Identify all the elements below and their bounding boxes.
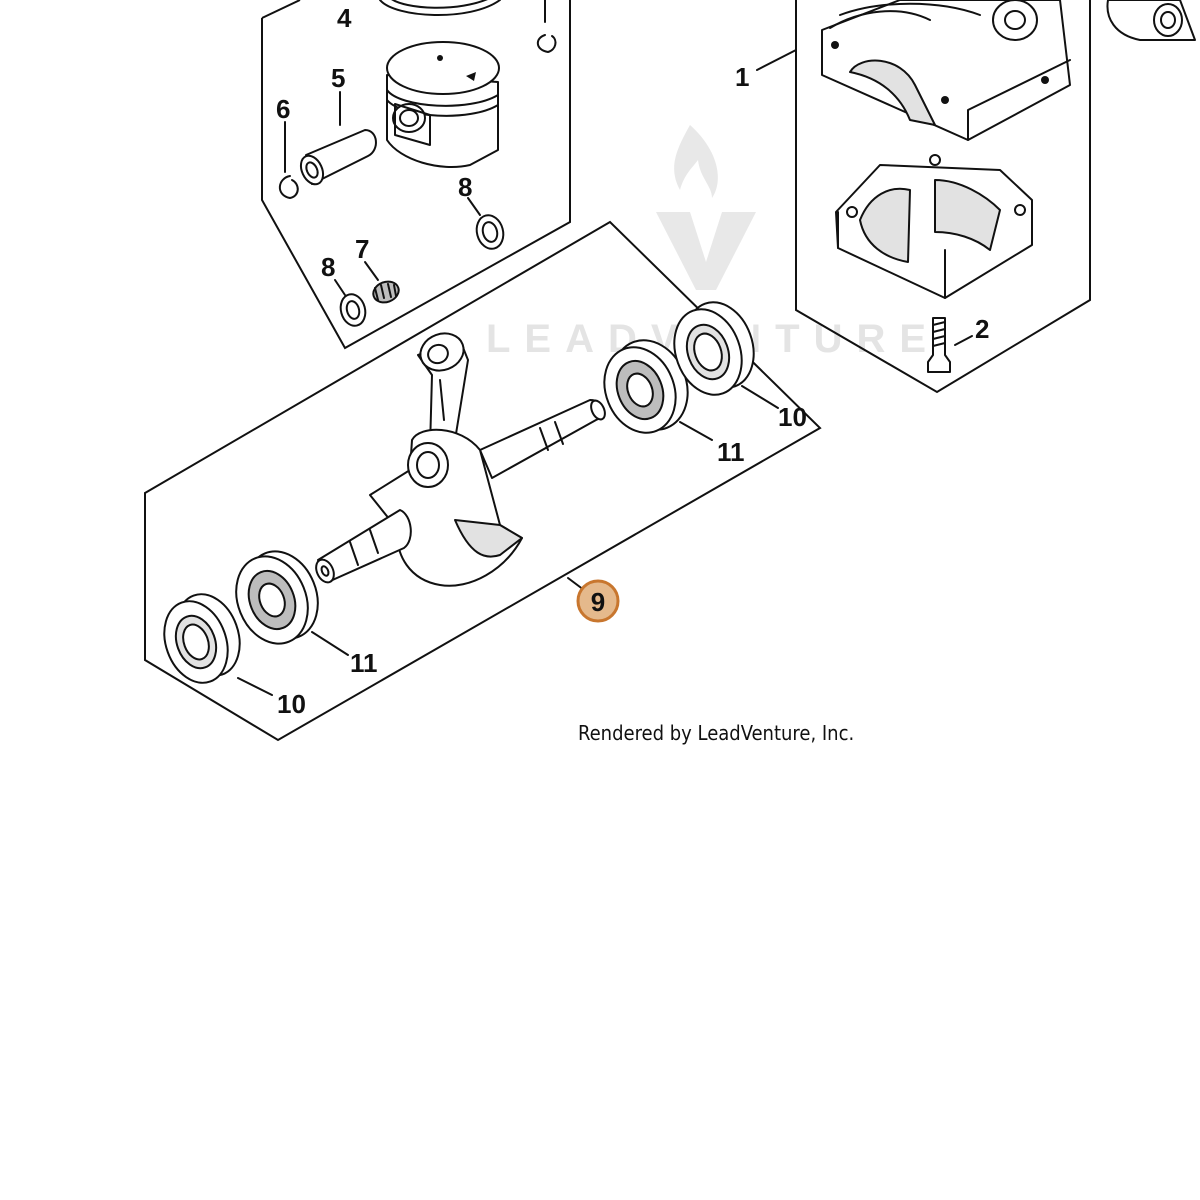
cylinder xyxy=(821,0,1071,141)
callout-label: 7 xyxy=(355,234,369,264)
callout-label: 9 xyxy=(591,587,605,617)
crankcase-half xyxy=(835,154,1033,299)
piston-pin xyxy=(299,129,377,186)
callout-9[interactable]: 9 xyxy=(576,579,620,623)
ball-bearing-right xyxy=(603,339,713,441)
piston xyxy=(386,41,500,169)
oil-seal-right xyxy=(673,301,779,409)
callout-label: 10 xyxy=(778,402,807,432)
screw xyxy=(927,317,973,373)
callout-8-upper[interactable]: 8 xyxy=(458,172,472,202)
callout-6[interactable]: 6 xyxy=(276,94,290,124)
callout-8-lower[interactable]: 8 xyxy=(321,252,335,282)
callout-11-right[interactable]: 11 xyxy=(717,437,745,467)
callout-label: 6 xyxy=(276,94,290,124)
callout-11-left[interactable]: 11 xyxy=(350,648,378,678)
crankshaft-group-box xyxy=(144,220,822,742)
render-credit: Rendered by LeadVenture, Inc. xyxy=(578,721,854,745)
callout-10-right[interactable]: 10 xyxy=(778,402,807,432)
ball-bearing-left xyxy=(235,550,349,656)
oil-seal-left xyxy=(163,593,273,696)
callout-label: 11 xyxy=(717,437,745,467)
callout-label: 1 xyxy=(735,62,749,92)
flame-v-logo-icon xyxy=(656,125,756,290)
callout-label: 11 xyxy=(350,648,378,678)
crankshaft xyxy=(315,332,606,587)
callout-label: 10 xyxy=(277,689,306,719)
callout-label: 8 xyxy=(321,252,335,282)
callout-label: 2 xyxy=(975,314,989,344)
decomp-valve xyxy=(1106,0,1196,41)
needle-bearing xyxy=(364,261,400,304)
callout-9-highlight-badge xyxy=(576,579,620,623)
callout-label: 8 xyxy=(458,172,472,202)
callout-4[interactable]: 4 xyxy=(337,3,352,33)
callout-10-left[interactable]: 10 xyxy=(277,689,306,719)
callout-7[interactable]: 7 xyxy=(355,234,369,264)
piston-group-box xyxy=(261,0,571,350)
cylinder-group-box xyxy=(756,0,1196,394)
callout-label: 4 xyxy=(337,3,352,33)
callout-label: 5 xyxy=(331,63,345,93)
callout-5[interactable]: 5 xyxy=(331,63,345,93)
callout-1[interactable]: 1 xyxy=(735,62,749,92)
callout-2[interactable]: 2 xyxy=(975,314,989,344)
